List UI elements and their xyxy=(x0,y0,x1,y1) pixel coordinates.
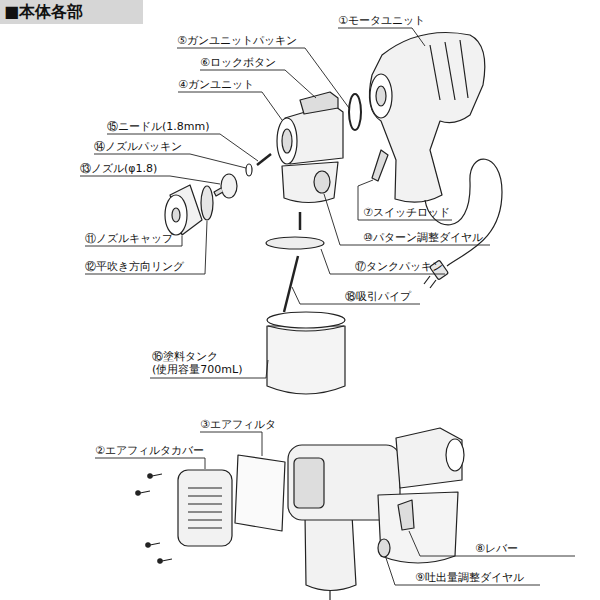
part-label: ⑬ノズル(φ1.8) xyxy=(80,162,157,175)
part-label: ④ガンユニット xyxy=(178,78,254,91)
motor-ribs xyxy=(430,40,468,100)
part-label: ①モータユニット xyxy=(338,14,425,27)
assembled-motor-panel xyxy=(294,458,324,508)
nozzle xyxy=(221,174,237,198)
switch-rod xyxy=(372,150,388,181)
nozzle-cap-front xyxy=(165,195,187,235)
tank-thread xyxy=(267,312,345,328)
leader-lines xyxy=(80,28,575,585)
part-label: ⑨吐出量調整ダイヤル xyxy=(415,571,524,584)
nozzle-tip xyxy=(214,188,223,196)
tank-thread-lines xyxy=(268,326,344,331)
part-label: ⑦スイッチロッド xyxy=(363,206,450,219)
air-filter xyxy=(235,455,285,531)
part-label: ⑧レバー xyxy=(475,542,518,555)
part-label: ⑭ノズルパッキン xyxy=(94,140,182,153)
section-title: ■本体各部 xyxy=(0,0,143,24)
tank-packing xyxy=(266,237,324,249)
part-label: ⑪ノズルキャップ xyxy=(85,232,173,245)
motor-unit xyxy=(369,33,484,203)
part-label: ⑥ロックボタン xyxy=(200,56,276,69)
part-label: ⑯塗料タンク (使用容量700mL) xyxy=(152,350,256,376)
flat-ring xyxy=(201,186,213,220)
nozzle-packing xyxy=(246,164,252,176)
suction-pipe xyxy=(284,256,298,312)
screws xyxy=(136,474,172,563)
plug-prongs xyxy=(424,276,436,288)
assembled-nozzle xyxy=(446,439,464,471)
gun-thread xyxy=(277,118,297,164)
cover-vents xyxy=(188,488,222,528)
gun-thread-inner xyxy=(282,129,292,153)
part-label: ⑫平吹き方向リング xyxy=(85,260,184,273)
part-label: ②エアフィルタカバー xyxy=(95,444,204,457)
part-label: ⑮ニードル(1.8mm) xyxy=(107,120,210,133)
part-label: ⑤ガンユニットパッキン xyxy=(177,34,297,47)
assembled-dial xyxy=(378,539,390,557)
nozzle-cap-hole xyxy=(172,208,180,222)
suction-pipe-top xyxy=(299,212,302,230)
assembled-cord xyxy=(329,590,330,600)
paint-tank xyxy=(267,326,345,394)
filter-cover xyxy=(178,470,232,546)
part-label: ③エアフィルタ xyxy=(200,418,276,431)
motor-front xyxy=(370,74,392,118)
motor-port xyxy=(376,86,386,106)
needle xyxy=(257,154,271,165)
assembled-lever xyxy=(398,500,414,530)
part-label: ⑰タンクパッキン xyxy=(355,260,443,273)
gun-packing xyxy=(349,94,361,130)
part-label: ⑱吸引パイプ xyxy=(345,290,411,303)
part-label: ⑩パターン調整ダイヤル xyxy=(363,231,483,244)
assembled-handle xyxy=(305,515,356,591)
lock-button xyxy=(300,92,338,114)
pattern-dial xyxy=(314,171,330,193)
gun-cup xyxy=(282,162,338,203)
